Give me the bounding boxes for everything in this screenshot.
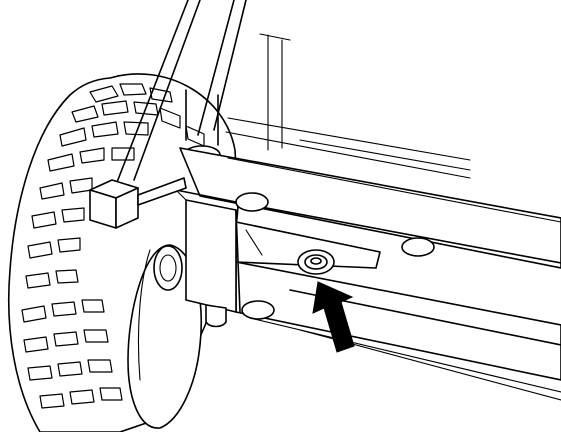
long-rod-left (111, 0, 189, 196)
rim-edge-line (137, 249, 151, 381)
upper-tube-edge (227, 157, 561, 223)
upper-tube (179, 147, 561, 269)
bolt-head (304, 254, 328, 270)
back-rail-inner (299, 139, 471, 171)
slant-rod-right (213, 0, 247, 131)
upper-tube-hole-right (401, 237, 435, 257)
lower-tube-under-line-2 (249, 317, 561, 393)
back-rail-top (227, 117, 471, 161)
wheel-hub (153, 245, 183, 291)
square-housing-top (175, 189, 237, 203)
square-housing-side (235, 209, 241, 313)
housing-foot (205, 304, 227, 328)
lower-tube-hole (241, 300, 275, 320)
square-housing-front (185, 199, 237, 313)
bolt-icon (297, 249, 335, 275)
upper-tube-hole-left (235, 192, 269, 212)
back-post-cap (259, 33, 291, 41)
handle-bar (137, 177, 187, 206)
handle-block-side (115, 187, 139, 229)
lower-tube (235, 261, 561, 381)
mount-bracket-shadow (245, 229, 263, 256)
slant-rod-left (197, 0, 235, 136)
pointer-arrow (312, 281, 355, 353)
upper-tube-bottom-edge (249, 204, 561, 264)
long-rod-right (133, 0, 201, 181)
bolt-socket (310, 257, 322, 265)
wheel-hub-inner (159, 254, 177, 282)
pointer-arrow-icon (312, 281, 355, 353)
back-rail-bottom (225, 131, 471, 179)
tire-tread-icon (21, 83, 205, 409)
